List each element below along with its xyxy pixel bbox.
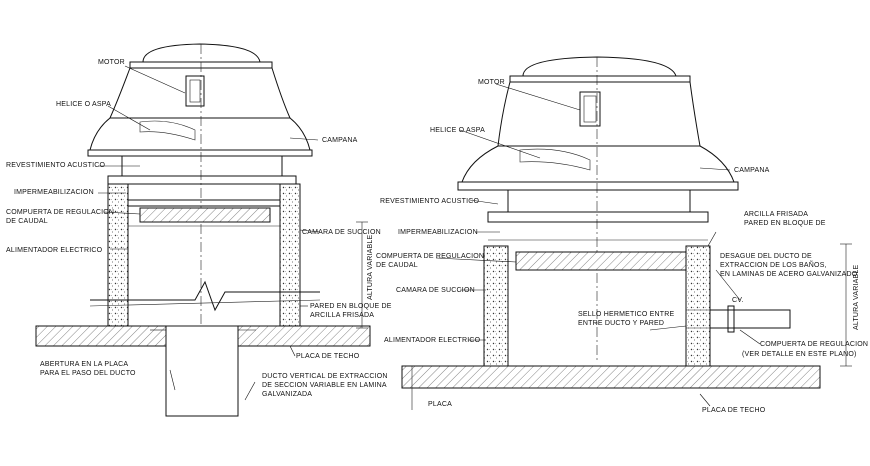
right-label-acoustic: REVESTIMIENTO ACUSTICO (380, 198, 480, 205)
right-label-roof-slab: PLACA DE TECHO (702, 407, 766, 414)
right-label-seal-2: ENTRE DUCTO Y PARED (578, 320, 664, 327)
left-helix-shroud (89, 117, 311, 151)
right-helix-shroud (461, 145, 735, 183)
left-label-duct-3: GALVANIZADA (262, 391, 312, 398)
left-motor-box (185, 75, 205, 107)
left-label-helix: HELICE O ASPA (56, 101, 111, 108)
left-label-waterproof: IMPERMEABILIZACION (14, 189, 94, 196)
right-motor-box (579, 91, 601, 127)
right-label-helix: HELICE O ASPA (430, 127, 485, 134)
left-label-roof-slab: PLACA DE TECHO (296, 353, 360, 360)
right-damper (515, 251, 687, 271)
left-detail: MOTOR HELICE O ASPA CAMPANA REVESTIMIENT… (6, 43, 392, 417)
left-label-variable-height: ALTURA VARIABLE (367, 234, 374, 300)
right-label-reg-damper-1: COMPUERTA DE REGULACION (760, 341, 868, 348)
right-drain-duct (709, 309, 791, 329)
right-label-cv: CV. (732, 297, 744, 304)
left-label-wall-2: ARCILLA FRISADA (310, 312, 374, 319)
right-label-drain-1: DESAGUE DEL DUCTO DE (720, 253, 812, 260)
left-label-acoustic: REVESTIMIENTO ACUSTICO (6, 162, 106, 169)
right-roof-slab (401, 365, 821, 389)
left-label-duct-2: DE SECCION VARIABLE EN LAMINA (262, 382, 387, 389)
left-curb-wall-right (279, 183, 301, 327)
right-label-drain-2: EXTRACCION DE LOS BAÑOS, (720, 260, 827, 269)
right-label-waterproof: IMPERMEABILIZACION (398, 229, 478, 236)
right-label-damper-2: DE CAUDAL (376, 262, 418, 269)
right-detail: MOTOR HELICE O ASPA CAMPANA REVESTIMIENT… (376, 56, 868, 414)
left-vertical-duct (165, 325, 239, 417)
right-label-variable-height: ALTURA VARIABLE (853, 264, 860, 330)
left-curb-wall-left (107, 183, 129, 327)
right-label-clay-1: ARCILLA FRISADA (744, 211, 808, 218)
left-damper (139, 207, 271, 223)
right-label-reg-damper-2: (VER DETALLE EN ESTE PLANO) (742, 351, 857, 358)
right-curb-wall-right (685, 245, 711, 367)
left-break-line (90, 280, 320, 312)
left-label-damper-1: COMPUERTA DE REGULACION (6, 209, 114, 216)
right-label-hood: CAMPANA (734, 167, 770, 174)
left-label-opening-2: PARA EL PASO DEL DUCTO (40, 370, 136, 377)
right-label-suction: CAMARA DE SUCCION (396, 287, 475, 294)
right-label-feeder: ALIMENTADOR ELECTRICO (384, 337, 481, 344)
left-label-suction: CAMARA DE SUCCION (302, 229, 381, 236)
right-hood-body (497, 81, 701, 147)
left-label-duct-1: DUCTO VERTICAL DE EXTRACCION (262, 373, 388, 380)
left-label-hood: CAMPANA (322, 137, 358, 144)
left-label-motor: MOTOR (98, 59, 125, 66)
right-label-seal-1: SELLO HERMETICO ENTRE (578, 311, 675, 318)
left-label-opening-1: ABERTURA EN LA PLACA (40, 361, 128, 368)
left-label-wall-1: PARED EN BLOQUE DE (310, 303, 392, 310)
right-motor-dome (522, 56, 677, 77)
right-label-clay-2: PARED EN BLOQUE DE (744, 220, 826, 227)
right-curb-wall-left (483, 245, 509, 367)
right-label-motor: MOTOR (478, 79, 505, 86)
right-label-drain-3: EN LAMINAS DE ACERO GALVANIZADO (720, 271, 858, 278)
left-hood-body (109, 67, 291, 119)
right-label-damper-1: COMPUERTA DE REGULACION (376, 253, 484, 260)
left-motor-dome (142, 43, 261, 63)
left-label-damper-2: DE CAUDAL (6, 218, 48, 225)
left-label-feeder: ALIMENTADOR ELECTRICO (6, 247, 103, 254)
right-label-slab: PLACA (428, 401, 452, 408)
